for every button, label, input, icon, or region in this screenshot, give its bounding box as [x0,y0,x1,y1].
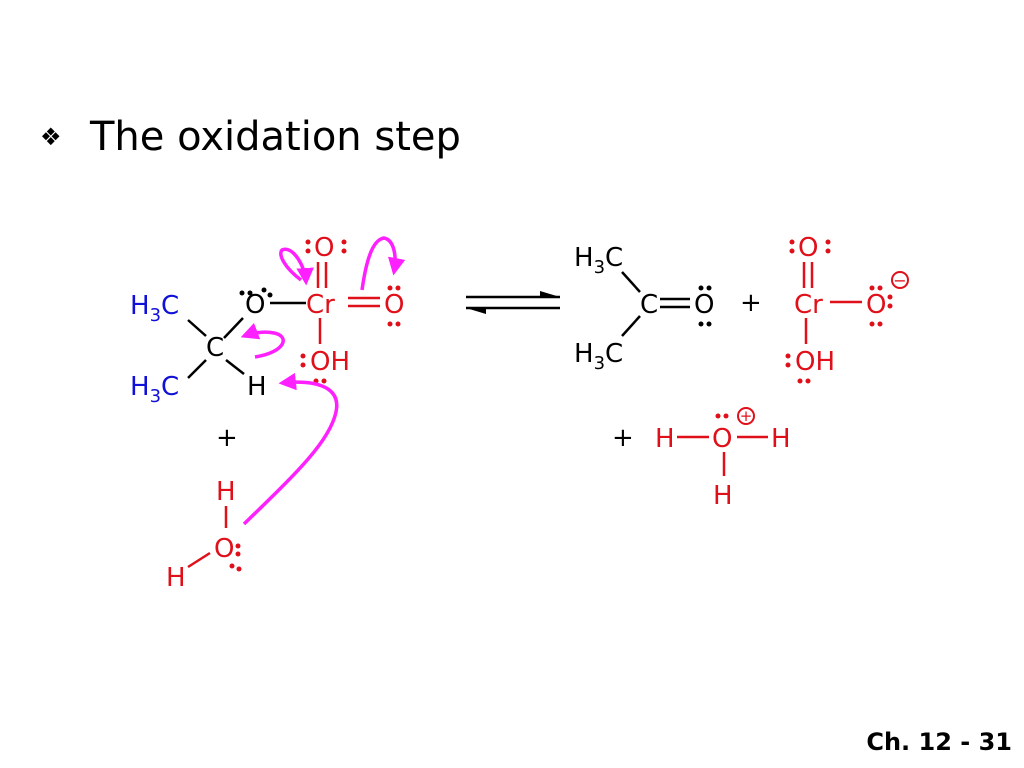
hydronium-lone-pair [715,413,729,419]
negative-charge-label: − [893,271,906,290]
hydronium-bonds [677,435,768,476]
acetone-bonds [621,271,690,337]
negative-charge-icon: − [891,271,909,290]
acetone: H3C H3C C O [574,243,714,374]
ester-oxygen-lone-pairs [239,287,273,298]
hydronium: H O H H + [655,407,791,511]
reactant-plus: + [216,423,238,453]
product-chromium-lone-pairs [785,239,893,384]
product-oxo-top: O [798,233,818,263]
chromium-product: Cr O O OH − [785,233,909,384]
positive-charge-icon: + [737,407,755,425]
chromium-bonds [316,262,380,344]
arrow-oxo-top [279,247,314,286]
central-carbon: C [206,333,224,363]
electron-pushing-arrows [240,236,406,526]
water-h-left: H [166,563,186,593]
chromate-ester: H3C H3C C H O Cr [130,233,404,407]
slide-footer: Ch. 12 - 31 [866,728,1012,756]
hydronium-h-right: H [771,424,791,454]
chromate-ester-bonds [187,301,306,379]
alpha-hydrogen: H [247,372,267,402]
product-chromium-bonds [802,262,862,344]
hydroxyl-lone-pairs [300,353,327,384]
four-diamond-bullet-icon: ❖ [40,123,62,151]
equilibrium-arrow [466,291,560,314]
arrow-ch-to-co [240,322,285,359]
slide-title: The oxidation step [90,114,461,160]
methyl-top: H3C [130,291,179,326]
product-oxo-right: O [866,290,886,320]
water-molecule: H O H [166,477,242,593]
chromium: Cr [306,290,335,320]
acetone-carbon: C [640,290,658,320]
ester-oxygen: O [245,290,265,320]
arrow-oxo-right [360,236,406,291]
product-plus-2: + [612,423,634,453]
acetone-oxygen-lone-pairs [698,285,712,327]
hydronium-h-bottom: H [713,481,733,511]
bullet-row: ❖ The oxidation step [40,112,461,162]
oxo-top-lone-pairs [305,239,347,254]
hydronium-oxygen: O [712,424,732,454]
acetone-methyl-top: H3C [574,243,623,278]
acetone-oxygen: O [694,290,714,320]
hydroxyl: OH [310,347,350,377]
oxo-top: O [314,233,334,263]
water-oxygen: O [214,534,234,564]
hydronium-h-left: H [655,424,675,454]
acetone-methyl-bottom: H3C [574,339,623,374]
product-hydroxyl: OH [795,347,835,377]
methyl-bottom: H3C [130,372,179,407]
product-chromium: Cr [794,290,823,320]
arrow-water-to-h [242,372,339,526]
water-bonds [187,506,228,569]
oxo-right-lone-pairs [387,285,401,327]
product-plus-1: + [740,288,762,318]
water-h-top: H [216,477,236,507]
positive-charge-label: + [740,407,753,425]
oxo-right: O [384,290,404,320]
water-lone-pairs [229,543,242,572]
